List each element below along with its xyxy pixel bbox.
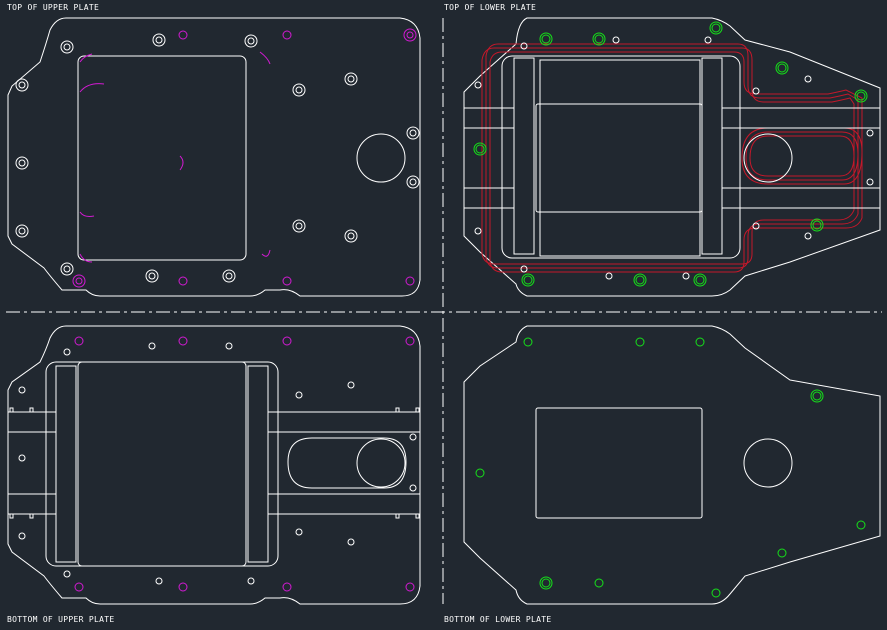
center-lines	[6, 18, 882, 604]
bottom-upper-holes-white	[18, 342, 417, 585]
bottom-upper-plate	[7, 325, 421, 605]
bottom-lower-plate-outline	[463, 325, 881, 605]
bottom-lower-holes-green	[475, 337, 866, 598]
top-upper-round-cutout	[356, 133, 406, 183]
top-lower-holes-white	[474, 36, 874, 280]
top-lower-frame	[464, 55, 880, 259]
top-lower-holes-green	[473, 21, 868, 287]
top-lower-plate	[463, 17, 881, 297]
label-bottom-lower-plate: BOTTOM OF LOWER PLATE	[444, 615, 552, 624]
top-lower-red-groove	[481, 43, 863, 273]
label-top-lower-plate: TOP OF LOWER PLATE	[444, 3, 537, 12]
top-upper-holes-magenta	[72, 28, 417, 288]
top-upper-window	[77, 55, 247, 261]
bottom-lower-plate	[463, 325, 881, 605]
bottom-lower-window	[535, 407, 703, 519]
bottom-upper-frame	[8, 361, 420, 567]
top-upper-holes-white	[15, 33, 420, 283]
label-bottom-upper-plate: BOTTOM OF UPPER PLATE	[7, 615, 115, 624]
top-upper-plate	[7, 17, 421, 297]
bottom-upper-plate-outline	[7, 325, 421, 605]
top-upper-plate-outline	[7, 17, 421, 297]
bottom-lower-round-cutout	[743, 438, 793, 488]
bottom-upper-holes-magenta	[74, 336, 415, 592]
label-top-upper-plate: TOP OF UPPER PLATE	[7, 3, 100, 12]
